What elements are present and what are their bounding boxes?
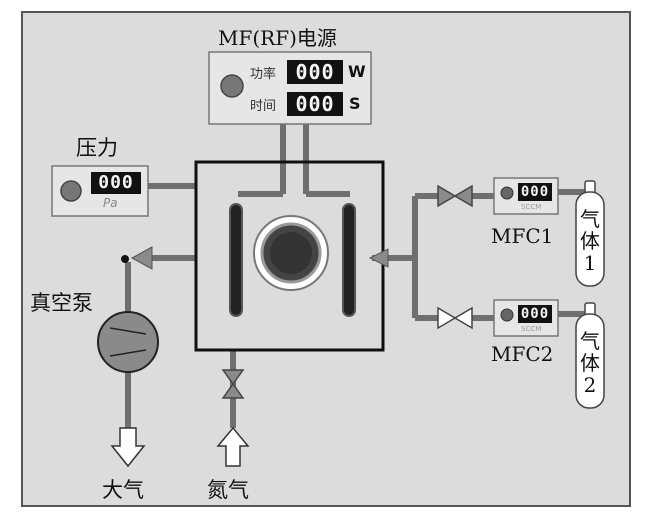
pressure-display: 000 — [91, 172, 141, 194]
time-unit: S — [349, 94, 361, 113]
nitrogen-label: 氮气 — [207, 478, 249, 502]
pressure-unit: Pa — [103, 196, 118, 210]
power-indicator-icon — [220, 74, 244, 98]
gas2-bottle — [575, 302, 605, 409]
pump-label: 真空泵 — [30, 291, 93, 315]
nitrogen-inlet-arrow — [216, 426, 250, 467]
left-electrode — [229, 203, 243, 317]
mfc1-unit: SCCM — [521, 203, 542, 211]
gas1-valve — [437, 184, 473, 208]
time-label: 时间 — [250, 99, 277, 114]
power-label: 功率 — [250, 67, 277, 82]
atmosphere-label: 大气 — [102, 478, 144, 502]
atmosphere-exhaust-arrow — [110, 427, 146, 468]
pressure-title: 压力 — [76, 136, 118, 160]
mfc2-label: MFC2 — [491, 342, 554, 366]
time-display: 000 — [287, 92, 343, 116]
vacuum-pump-icon — [97, 311, 159, 373]
mfc1-label: MFC1 — [491, 224, 554, 248]
power-supply-title: MF(RF)电源 — [218, 26, 337, 50]
mfc2-unit: SCCM — [521, 325, 542, 333]
power-display: 000 — [287, 60, 343, 84]
right-electrode — [342, 203, 356, 317]
mfc2-display: 000 — [518, 305, 552, 323]
mfc1-display: 000 — [518, 183, 552, 201]
gas1-bottle — [575, 180, 605, 287]
gas-inlet-arrow — [368, 248, 389, 268]
pump-outlet-arrow — [130, 246, 153, 270]
pressure-indicator-icon — [60, 180, 82, 202]
gas2-valve — [437, 306, 473, 330]
power-unit: W — [348, 62, 366, 81]
nitrogen-valve — [221, 369, 245, 399]
